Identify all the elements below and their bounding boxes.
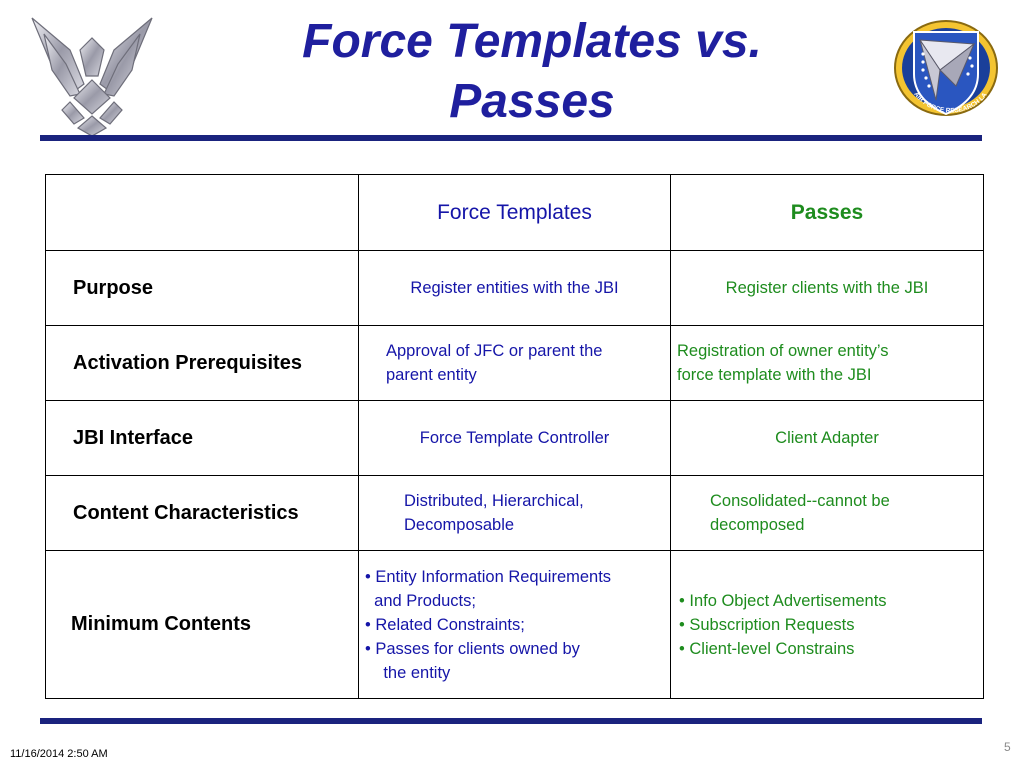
header-passes: Passes bbox=[670, 174, 984, 251]
row-label-content-characteristics: Content Characteristics bbox=[45, 475, 359, 551]
cell-text: • Passes for clients owned by bbox=[365, 639, 580, 658]
footer-divider bbox=[40, 718, 982, 724]
table-row: Content Characteristics Distributed, Hie… bbox=[45, 475, 984, 551]
cell-text: • Subscription Requests bbox=[679, 615, 855, 634]
jbi-interface-force-templates-cell: Force Template Controller bbox=[358, 400, 671, 476]
row-label-jbi-interface: JBI Interface bbox=[45, 400, 359, 476]
row-label-minimum-contents: Minimum Contents bbox=[45, 550, 359, 699]
content-force-templates-cell: Distributed, Hierarchical, Decomposable bbox=[358, 475, 671, 551]
cell-text: Registration of owner entity’s bbox=[677, 342, 889, 360]
title-divider bbox=[40, 135, 982, 141]
row-label-activation-prerequisites: Activation Prerequisites bbox=[45, 325, 359, 401]
title-line: Passes bbox=[449, 75, 615, 128]
page-number: 5 bbox=[1004, 740, 1011, 754]
table-row: Activation Prerequisites Approval of JFC… bbox=[45, 325, 984, 401]
jbi-interface-passes-cell: Client Adapter bbox=[670, 400, 984, 476]
table-row: JBI Interface Force Template Controller … bbox=[45, 400, 984, 476]
cell-text: Register entities with the JBI bbox=[410, 279, 619, 297]
cell-text: and Products; bbox=[365, 591, 476, 610]
cell-text: • Info Object Advertisements bbox=[679, 591, 887, 610]
header-force-templates: Force Templates bbox=[358, 174, 671, 251]
cell-text: Force Template Controller bbox=[419, 429, 610, 447]
minimum-passes-cell: • Info Object Advertisements • Subscript… bbox=[670, 550, 984, 699]
cell-text: • Client-level Constrains bbox=[679, 639, 855, 658]
content-passes-cell: Consolidated--cannot be decomposed bbox=[670, 475, 984, 551]
cell-text: force template with the JBI bbox=[677, 366, 872, 384]
activation-passes-cell: Registration of owner entity’s force tem… bbox=[670, 325, 984, 401]
cell-text: Decomposable bbox=[404, 516, 515, 534]
cell-text: Distributed, Hierarchical, bbox=[404, 492, 584, 510]
table-header-row: Force Templates Passes bbox=[45, 174, 984, 251]
title-line: Force Templates vs. bbox=[302, 15, 762, 68]
purpose-passes-cell: Register clients with the JBI bbox=[670, 250, 984, 326]
footer-date: 11/16/2014 2:50 AM bbox=[10, 748, 108, 760]
table-row: Purpose Register entities with the JBI R… bbox=[45, 250, 984, 326]
cell-text: Register clients with the JBI bbox=[725, 279, 929, 297]
header-empty-cell bbox=[45, 174, 359, 251]
cell-text: • Entity Information Requirements bbox=[365, 567, 612, 586]
activation-force-templates-cell: Approval of JFC or parent the parent ent… bbox=[358, 325, 671, 401]
cell-text: decomposed bbox=[710, 516, 805, 534]
air-force-wings-icon bbox=[22, 10, 162, 138]
slide-title: Force Templates vs. Passes bbox=[0, 12, 1024, 132]
air-force-research-laboratory-shield-icon: AIR FORCE RESEARCH LABORATORY bbox=[887, 9, 1000, 120]
cell-text: • Related Constraints; bbox=[365, 615, 525, 634]
purpose-force-templates-cell: Register entities with the JBI bbox=[358, 250, 671, 326]
cell-text: Client Adapter bbox=[775, 429, 879, 447]
cell-text: the entity bbox=[365, 663, 451, 682]
minimum-force-templates-cell: • Entity Information Requirements and Pr… bbox=[358, 550, 671, 699]
cell-text: Consolidated--cannot be bbox=[710, 492, 890, 510]
comparison-table: Force Templates Passes Purpose Register … bbox=[45, 174, 984, 699]
row-label-purpose: Purpose bbox=[45, 250, 359, 326]
table-row: Minimum Contents • Entity Information Re… bbox=[45, 550, 984, 699]
cell-text: Approval of JFC or parent the bbox=[386, 342, 603, 360]
cell-text: parent entity bbox=[386, 366, 477, 384]
